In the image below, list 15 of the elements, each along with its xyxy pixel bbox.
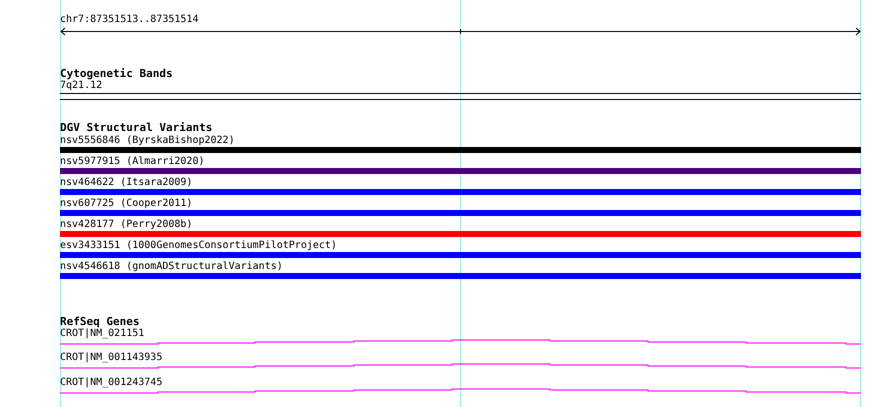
feature-label: nsv4546618 (gnomADStructuralVariants) xyxy=(60,261,283,273)
feature-label: CROT|NM_001143935 xyxy=(60,352,162,364)
feature-label: nsv607725 (Cooper2011) xyxy=(60,198,192,210)
feature-label: CROT|NM_001243745 xyxy=(60,377,162,389)
feature-label: nsv428177 (Perry2008b) xyxy=(60,219,192,231)
track-title: RefSeq Genes xyxy=(60,316,140,328)
feature-label: 7q21.12 xyxy=(60,80,102,92)
feature-label: CROT|NM_021151 xyxy=(60,328,144,340)
feature-label: nsv5556846 (ByrskaBishop2022) xyxy=(60,135,235,147)
track-title: DGV Structural Variants xyxy=(60,122,212,134)
coordinate-label: chr7:87351513..87351514 xyxy=(60,14,198,26)
feature-label: nsv5977915 (Almarri2020) xyxy=(60,156,204,168)
track-title: Cytogenetic Bands xyxy=(60,68,173,80)
feature-label: nsv464622 (Itsara2009) xyxy=(60,177,192,189)
feature-label: esv3433151 (1000GenomesConsortiumPilotProject) xyxy=(60,240,337,252)
